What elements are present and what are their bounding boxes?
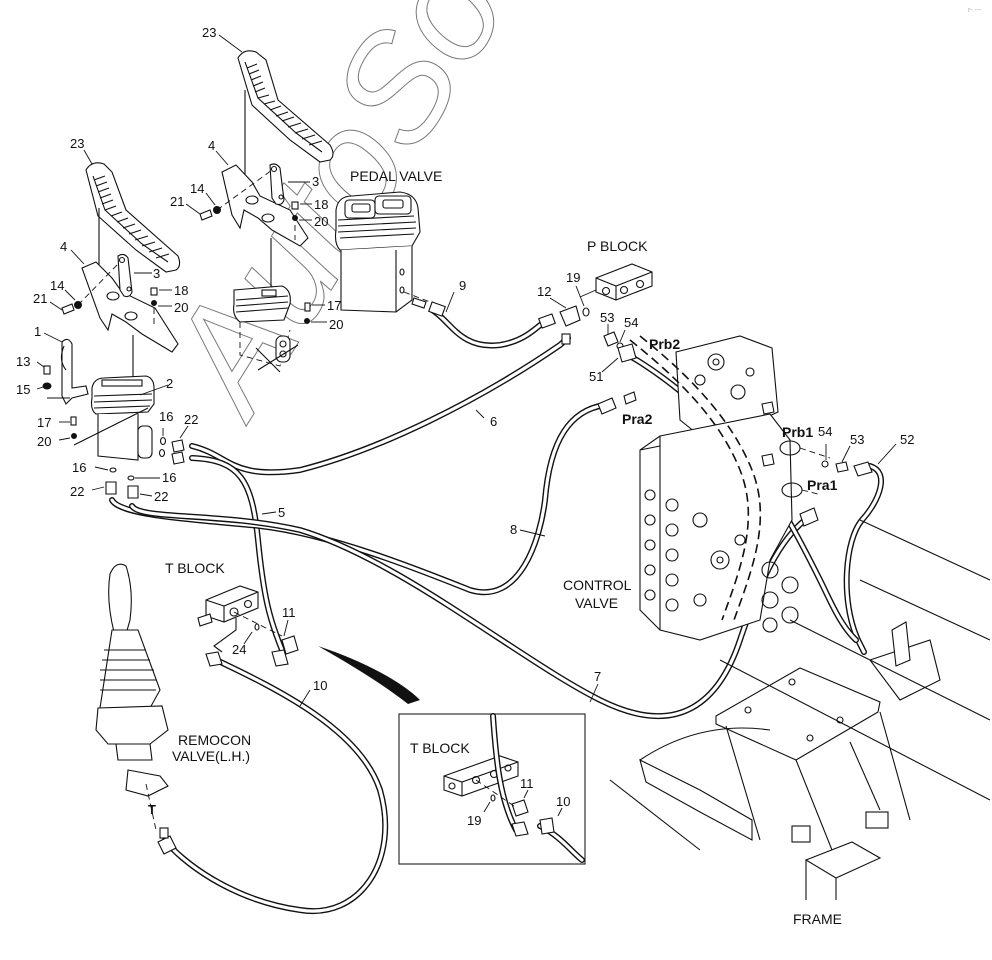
callout-16: 16 <box>72 460 86 475</box>
t-block-caption: T BLOCK <box>165 560 225 576</box>
callout-10: 10 <box>313 678 327 693</box>
callout-14: 14 <box>190 181 204 196</box>
pedal-pad-top <box>237 50 334 163</box>
callout-4: 4 <box>208 138 215 153</box>
callout-18: 18 <box>314 197 328 212</box>
port-label-pra1: Pra1 <box>807 477 838 493</box>
callout-9: 9 <box>459 278 466 293</box>
pedal-valve-phantom: 17 20 <box>233 285 343 373</box>
t-block-inset: T BLOCK 19 11 10 <box>398 713 586 865</box>
callout-23: 23 <box>202 25 216 40</box>
p-block-caption: P BLOCK <box>587 238 648 254</box>
callout-6: 6 <box>490 414 497 429</box>
callout-1: 1 <box>34 324 41 339</box>
p-block: P BLOCK <box>579 238 653 301</box>
callout-24: 24 <box>232 642 246 657</box>
inset-callout-19: 19 <box>467 813 481 828</box>
hose-callouts: 9 12 19 53 54 51 6 8 5 7 10 11 54 53 52 <box>261 270 914 707</box>
callout-16: 16 <box>159 409 173 424</box>
control-valve-caption-1: CONTROL <box>563 577 632 593</box>
callout-22: 22 <box>70 484 84 499</box>
callout-11: 11 <box>282 605 296 620</box>
callout-4: 4 <box>60 239 67 254</box>
frame: FRAME <box>609 519 991 927</box>
callout-8: 8 <box>510 522 517 537</box>
callout-5: 5 <box>278 505 285 520</box>
port-label-prb1: Prb1 <box>782 424 813 440</box>
pedal-valve-caption: PEDAL VALVE <box>350 168 442 184</box>
callout-19: 19 <box>566 270 580 285</box>
callout-21: 21 <box>33 291 47 306</box>
control-valve: CONTROL VALVE <box>563 335 831 641</box>
callout-23: 23 <box>70 136 84 151</box>
callout-51: 51 <box>589 369 603 384</box>
callout-7: 7 <box>594 669 601 684</box>
callout-20: 20 <box>314 214 328 229</box>
callout-53: 53 <box>850 432 864 447</box>
pedal-top-assembly: 23 4 3 14 21 18 20 <box>170 25 334 288</box>
callout-13: 13 <box>16 354 30 369</box>
inset-callout-11: 11 <box>520 776 534 791</box>
port-label-prb2: Prb2 <box>649 336 680 352</box>
port-label-pra2: Pra2 <box>622 411 653 427</box>
remocon-valve: T REMOCON VALVE(L.H.) <box>95 563 251 831</box>
callout-18: 18 <box>174 283 188 298</box>
inset-caption: T BLOCK <box>410 740 470 756</box>
callout-3: 3 <box>153 266 160 281</box>
callout-54: 54 <box>624 315 638 330</box>
remocon-caption-1: REMOCON <box>178 732 251 748</box>
callout-3: 3 <box>312 174 319 189</box>
pedal-valve: PEDAL VALVE <box>334 168 442 313</box>
inset-callout-10: 10 <box>556 794 570 809</box>
callout-20: 20 <box>174 300 188 315</box>
callout-2: 2 <box>166 376 173 391</box>
callout-20: 20 <box>329 317 343 332</box>
tank-port-label: T <box>148 802 156 817</box>
detail-pointer <box>318 646 420 704</box>
callout-15: 15 <box>16 382 30 397</box>
callout-17: 17 <box>37 415 51 430</box>
control-valve-ports <box>644 489 799 633</box>
pedal-left-assembly: 23 4 3 14 21 18 20 1 13 <box>16 136 198 504</box>
control-valve-caption-2: VALVE <box>575 595 618 611</box>
corner-mark: r- --- <box>968 7 982 14</box>
callout-16: 16 <box>162 470 176 485</box>
callout-52: 52 <box>900 432 914 447</box>
callout-21: 21 <box>170 194 184 209</box>
callout-20: 20 <box>37 434 51 449</box>
callout-53: 53 <box>600 310 614 325</box>
remocon-caption-2: VALVE(L.H.) <box>172 748 250 764</box>
frame-caption: FRAME <box>793 911 842 927</box>
callout-12: 12 <box>537 284 551 299</box>
callout-14: 14 <box>50 278 64 293</box>
hose-fittings <box>157 301 873 855</box>
t-block: T BLOCK 24 <box>165 560 283 657</box>
callout-17: 17 <box>327 298 341 313</box>
callout-22: 22 <box>184 412 198 427</box>
callout-54: 54 <box>818 424 832 439</box>
callout-22: 22 <box>154 489 168 504</box>
